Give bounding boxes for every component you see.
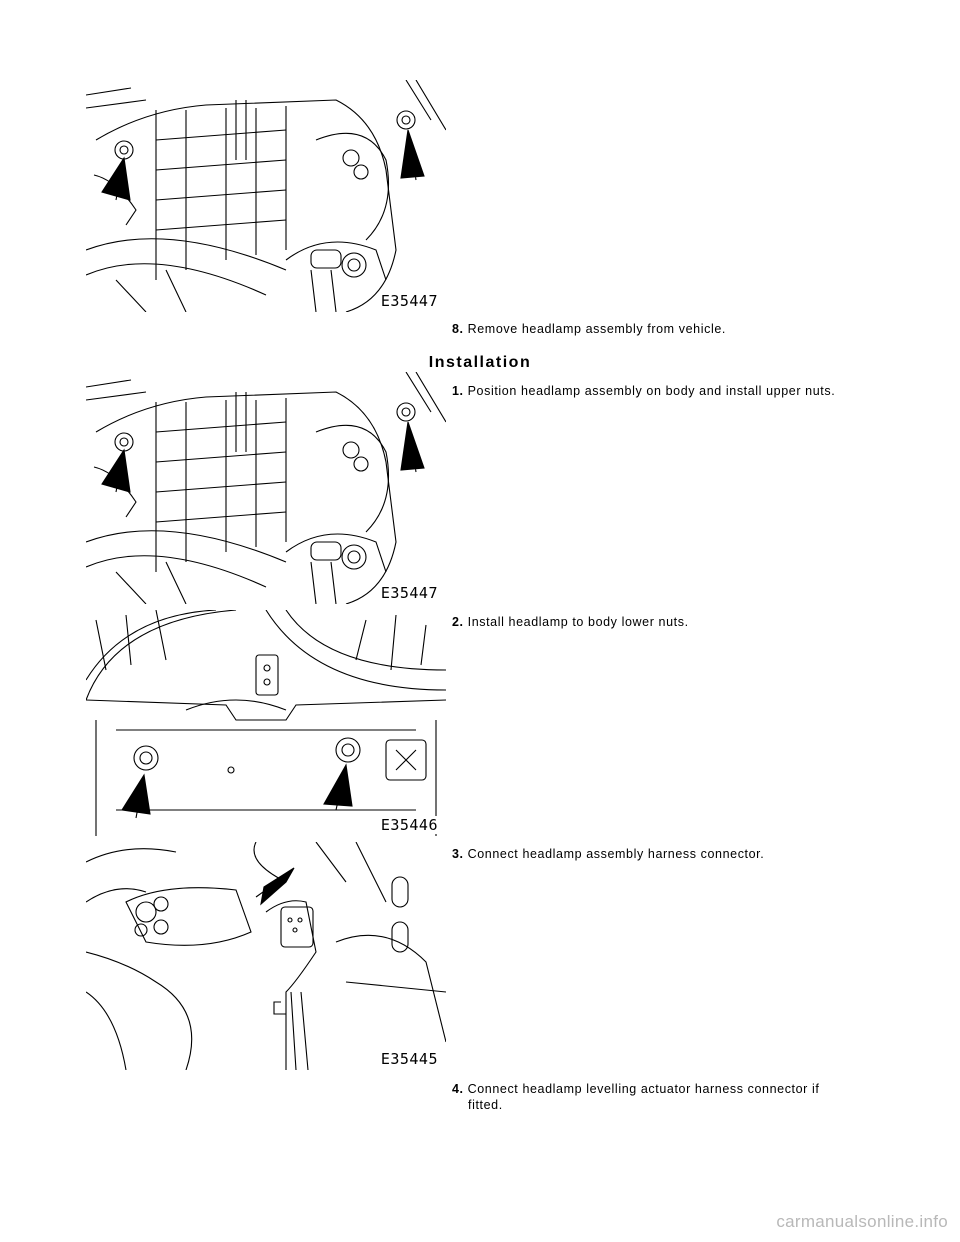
step-text: Install headlamp to body lower nuts. (467, 615, 689, 629)
figure-id: E35446 (378, 816, 440, 834)
figure-upper-nuts-install: E35447 (86, 372, 446, 604)
step-text: Remove headlamp assembly from vehicle. (467, 322, 726, 336)
figure-id: E35447 (378, 584, 440, 602)
step-text: Position headlamp assembly on body and i… (467, 384, 836, 398)
headlamp-lower-nuts-illustration (86, 610, 446, 836)
step-text: Connect headlamp levelling actuator harn… (467, 1082, 820, 1096)
step-number: 4. (452, 1082, 464, 1096)
installation-step-3: 3.Connect headlamp assembly harness conn… (452, 846, 872, 862)
figure-lower-nuts: E35446 (86, 610, 446, 836)
harness-connector-illustration (86, 842, 446, 1070)
section-heading-installation: Installation (428, 354, 532, 371)
installation-step-4: 4.Connect headlamp levelling actuator ha… (452, 1081, 872, 1113)
step-text-continuation: fitted. (468, 1098, 503, 1112)
step-number: 8. (452, 322, 464, 336)
watermark-link[interactable]: carmanualsonline.info (776, 1212, 948, 1231)
installation-step-1: 1.Position headlamp assembly on body and… (452, 383, 872, 399)
step-number: 2. (452, 615, 464, 629)
step-number: 3. (452, 847, 464, 861)
step-text: Connect headlamp assembly harness connec… (467, 847, 765, 861)
installation-step-2: 2.Install headlamp to body lower nuts. (452, 614, 872, 630)
figure-upper-nuts-removal: E35447 (86, 80, 446, 312)
figure-harness-connector: E35445 (86, 842, 446, 1070)
headlamp-upper-nuts-illustration (86, 372, 446, 604)
figure-id: E35445 (378, 1050, 440, 1068)
headlamp-upper-nuts-illustration (86, 80, 446, 312)
figure-id: E35447 (378, 292, 440, 310)
step-number: 1. (452, 384, 464, 398)
removal-step-8: 8.Remove headlamp assembly from vehicle. (452, 321, 872, 337)
